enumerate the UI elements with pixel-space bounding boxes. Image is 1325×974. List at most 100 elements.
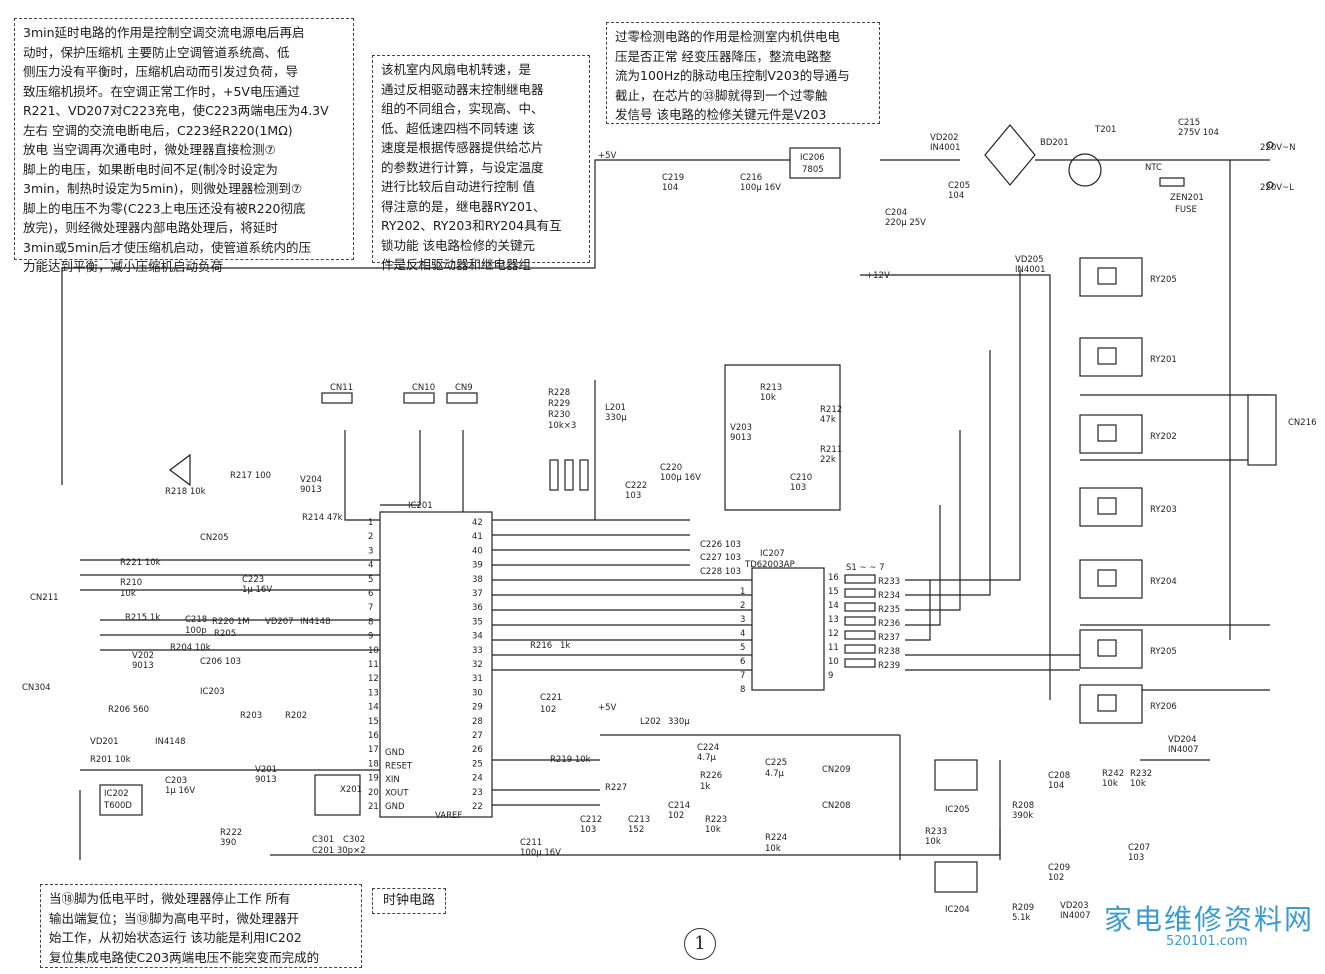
- ic207-pin-right: 14: [828, 601, 839, 611]
- zen-fuse: [1159, 177, 1185, 187]
- vd201-part: IN4148: [155, 737, 186, 747]
- connector-header: [321, 392, 353, 404]
- net-5v-label: +5V: [598, 151, 617, 161]
- r212-value: 47k: [820, 415, 836, 425]
- vd203-label: VD203: [1060, 901, 1089, 911]
- vd205-part: IN4001: [1015, 265, 1046, 275]
- r229-label: R229: [548, 399, 570, 409]
- v204-part: 9013: [300, 485, 322, 495]
- ic201-pin-right: 27: [472, 731, 483, 741]
- vd205-label: VD205: [1015, 255, 1044, 265]
- relay-label: RY201: [1150, 355, 1177, 365]
- ic201-pin-right: 33: [472, 646, 483, 656]
- relay-coil: [1097, 267, 1117, 285]
- figure-number: 1: [684, 928, 716, 960]
- c203-value: 1μ 16V: [165, 786, 195, 796]
- ic201-pin-left: 17: [368, 745, 379, 755]
- ic202-part: T600D: [103, 801, 132, 811]
- v201-label: V201: [255, 765, 277, 775]
- connector-header: [446, 392, 478, 404]
- relay-label: RY202: [1150, 432, 1177, 442]
- wire-sensor-lines: [344, 380, 596, 521]
- ic201-pin-left: 13: [368, 688, 379, 698]
- l201-label: L201: [605, 403, 626, 413]
- ic207-pin-right: 13: [828, 615, 839, 625]
- wire-zero-cross: [724, 364, 841, 511]
- c210-value: 103: [790, 483, 806, 493]
- connector-header: [403, 392, 435, 404]
- ic207-pin-left: 1: [740, 587, 745, 597]
- relay-label: RY203: [1150, 505, 1177, 515]
- l202-label: L202: [640, 717, 661, 727]
- connector-label: CN9: [455, 383, 473, 393]
- wire-5v-rail: [61, 159, 790, 485]
- c211-value: 100μ 16V: [520, 848, 561, 858]
- c220-value: 100μ 16V: [660, 473, 701, 483]
- ic201-pin-left: 18: [368, 759, 379, 769]
- note-reset: 当⑱脚为低电平时，微处理器停止工作 所有 输出端复位；当⑱脚为高电平时，微处理器…: [40, 884, 362, 968]
- ic201-pin-left: 20: [368, 788, 379, 798]
- ic205-body: [934, 759, 978, 791]
- c218-value: 100p: [185, 626, 207, 636]
- r218-label: R218 10k: [165, 487, 206, 497]
- ic201-pin-left: 12: [368, 674, 379, 684]
- c205-label: C205: [948, 181, 970, 191]
- ic201-pin-right: 22: [472, 802, 483, 812]
- c201-label: C201 30p×2: [312, 846, 366, 856]
- ic201-pin-function: XOUT: [385, 789, 409, 799]
- relay-coil: [1097, 497, 1117, 515]
- r215-label: R215 1k: [125, 613, 160, 623]
- ic201-pin-left: 16: [368, 731, 379, 741]
- ic207-part: TD62003AP: [744, 560, 795, 570]
- r213-value: 10k: [760, 393, 776, 403]
- ic201-pin-function: RESET: [385, 762, 413, 772]
- c219-label: C219: [662, 173, 684, 183]
- c228-label: C228 103: [700, 567, 741, 577]
- r205-label: R205: [214, 629, 236, 639]
- c210-label: C210: [790, 473, 812, 483]
- c226-label: C226 103: [700, 540, 741, 550]
- buzzer-icon: [169, 453, 191, 487]
- c214-value: 102: [668, 811, 684, 821]
- cn216-body: [1247, 394, 1277, 466]
- ac-n-label: 220V~N: [1260, 143, 1296, 153]
- ic207-body: [751, 567, 825, 691]
- r-bank-label: R235: [878, 605, 900, 615]
- c301-label: C301: [312, 835, 334, 845]
- c207-value: 103: [1128, 853, 1144, 863]
- ic203-label: IC203: [200, 687, 225, 697]
- ic201-pin-left: 2: [368, 532, 373, 542]
- r202-label: R202: [285, 711, 307, 721]
- c212-value: 103: [580, 825, 596, 835]
- note-delay-circuit: 3min延时电路的作用是控制空调交流电源电后再启 动时，保护压缩机 主要防止空调…: [14, 18, 354, 274]
- c223-label: C223: [242, 575, 264, 585]
- ic201-pin-function: GND: [385, 748, 405, 758]
- ic201-pin-right: 35: [472, 617, 483, 627]
- v203-label: V203: [730, 423, 752, 433]
- r204-label: R204 10k: [170, 643, 211, 653]
- r213-label: R213: [760, 383, 782, 393]
- r220-label: R220 1M: [212, 617, 250, 627]
- r-bank-label: R233: [878, 577, 900, 587]
- wire-right-terminals: [1080, 394, 1270, 691]
- c216-value: 100μ 16V: [740, 183, 781, 193]
- r223-value: 10k: [705, 825, 721, 835]
- c223-value: 1μ 16V: [242, 585, 272, 595]
- ic201-body: [379, 511, 493, 818]
- bd201-label: BD201: [1040, 138, 1069, 148]
- ic207-pin-right: 10: [828, 657, 839, 667]
- r-bank-resistor: [844, 630, 876, 640]
- ic201-pin-right: 30: [472, 688, 483, 698]
- r-bank-label: R239: [878, 661, 900, 671]
- r-bank-label: R236: [878, 619, 900, 629]
- r233-label: R233: [925, 827, 947, 837]
- cn216-label: CN216: [1288, 418, 1317, 428]
- clock-circuit-label: 时钟电路: [372, 888, 446, 914]
- vd207-part: IN4148: [300, 617, 331, 627]
- r208-label: R208: [1012, 801, 1034, 811]
- r-bank-resistor: [844, 574, 876, 584]
- resistor-r228-230: [564, 459, 574, 491]
- r242-value: 10k: [1102, 779, 1118, 789]
- vd201-label: VD201: [90, 737, 119, 747]
